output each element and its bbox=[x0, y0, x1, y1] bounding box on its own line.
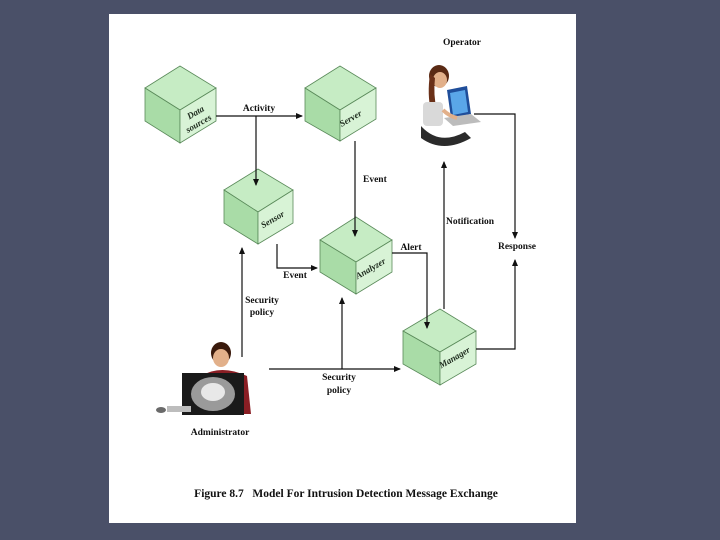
notification-label: Notification bbox=[446, 217, 495, 227]
data-sources-cube: Data sources bbox=[144, 65, 217, 144]
security-policy-analyzer-label-line2: policy bbox=[327, 386, 352, 396]
administrator-figure bbox=[156, 342, 251, 415]
security-policy-sensor-label-line2: policy bbox=[250, 308, 275, 318]
event-sensor-arrow bbox=[276, 244, 318, 271]
event-server-label: Event bbox=[363, 175, 388, 185]
administrator-label: Administrator bbox=[191, 428, 250, 438]
event-sensor-label: Event bbox=[283, 271, 308, 281]
figure-caption: Figure 8.7 Model For Intrusion Detection… bbox=[194, 488, 498, 500]
operator-label: Operator bbox=[443, 38, 482, 48]
server-cube: Server bbox=[304, 65, 377, 142]
figure-sheet: Data sources Server Sensor Analyzer Mana… bbox=[109, 14, 576, 523]
operator-figure bbox=[421, 65, 481, 146]
response-label: Response bbox=[498, 242, 536, 252]
manager-cube: Manager bbox=[402, 308, 477, 386]
security-policy-sensor-label-line1: Security bbox=[245, 296, 279, 306]
security-policy-analyzer-label-line1: Security bbox=[322, 373, 356, 383]
response-arrow-down bbox=[474, 113, 518, 239]
analyzer-cube: Analyzer bbox=[319, 216, 393, 295]
sensor-cube: Sensor bbox=[223, 168, 294, 245]
alert-label: Alert bbox=[400, 243, 422, 253]
activity-label: Activity bbox=[243, 104, 275, 114]
alert-arrow bbox=[392, 252, 430, 329]
response-arrow-up bbox=[476, 259, 518, 350]
intrusion-detection-diagram: Data sources Server Sensor Analyzer Mana… bbox=[144, 38, 536, 500]
